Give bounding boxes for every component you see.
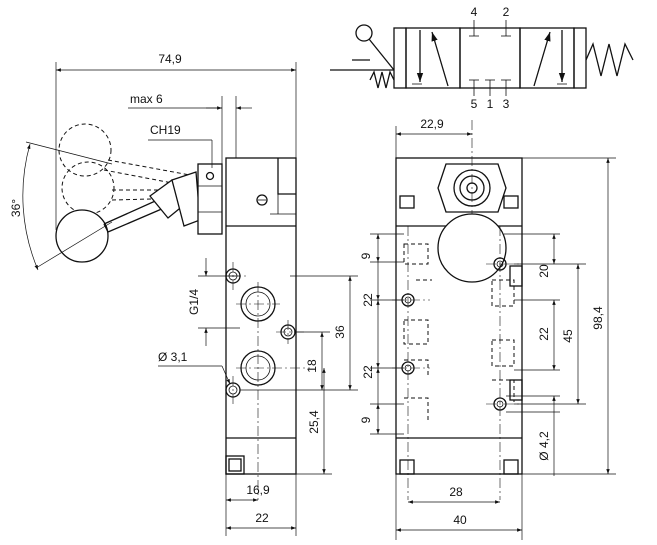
lever-ghost-middle [61,161,115,215]
side-body [225,157,297,475]
dim-bottom-pitch: 9 [359,416,373,423]
dim-right-top: 20 [537,264,551,278]
symbol-square-right [519,27,575,89]
dim-mid-pitch-b: 22 [361,365,375,379]
dim-port-offset: 18 [305,359,319,373]
dim-front-width: 40 [453,513,467,527]
port-label-4: 4 [471,5,478,19]
front-body [395,157,523,475]
dim-thread: G1/4 [187,289,201,315]
dim-hole: Ø 3,1 [158,350,188,364]
dim-height: 98,4 [591,306,605,330]
lever-knob-symbol [355,24,373,42]
dim-top-pitch: 9 [359,252,373,259]
dim-wrench-size: CH19 [150,123,181,137]
side-view: 74,9 max 6 CH19 36° G1/4 Ø 3,1 36 [9,52,358,536]
lever-ghost-upper [58,123,112,177]
front-lever-knob [437,213,507,283]
port-label-3: 3 [503,97,510,111]
left-spring-symbol [369,70,395,89]
dim-port-spacing: 36 [333,325,347,339]
dim-max-offset: max 6 [130,92,163,106]
dim-port-x: 16,9 [246,483,270,497]
front-view: 22,9 9 22 22 9 20 22 45 98,4 [359,117,616,540]
dim-angle: 36° [9,199,23,217]
dim-right-span: 45 [561,329,575,343]
port-label-5: 5 [471,97,478,111]
right-spring-symbol [585,41,634,77]
lever-knob [55,209,109,263]
symbol-square-center [459,27,521,89]
dim-right-mid: 22 [537,327,551,341]
dim-overall-length: 74,9 [158,52,182,66]
actuator-box [393,27,407,89]
valve-symbol: 4 2 5 1 3 [330,5,634,111]
dim-base-to-port: 25,4 [307,410,321,434]
lever-arm-symbol [368,38,395,71]
port-label-1: 1 [487,97,494,111]
hex-nut [197,163,223,235]
dim-mount-hole: Ø 4,2 [537,431,551,461]
dim-width: 22 [255,511,269,525]
dim-mid-pitch-a: 22 [361,293,375,307]
dim-hole-spacing: 28 [449,485,463,499]
dim-lever-x: 22,9 [420,117,444,131]
port-label-2: 2 [503,5,510,19]
